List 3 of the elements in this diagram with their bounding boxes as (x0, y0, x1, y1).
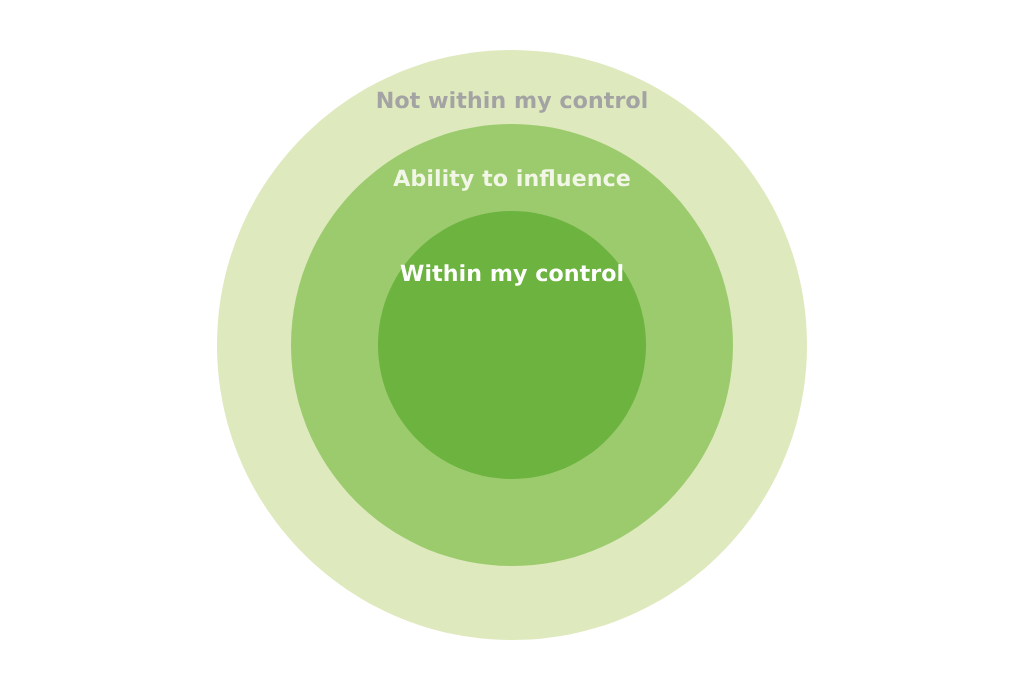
ring-label: Ability to influence (393, 169, 630, 191)
ring-label: Within my control (400, 264, 623, 286)
ring-label: Not within my control (377, 91, 647, 113)
